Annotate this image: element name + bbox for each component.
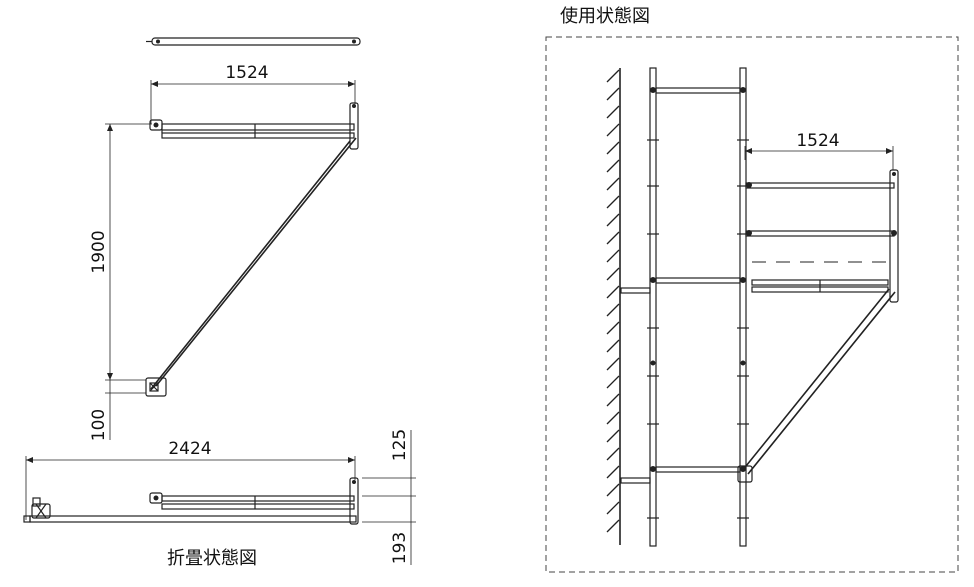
inner-standard [649, 67, 657, 547]
standard-ticks [647, 139, 749, 519]
wall-tie-lower [620, 477, 651, 484]
caption-folded: 折畳状態図 [167, 548, 257, 569]
top-pipe [146, 37, 361, 46]
unfolded-bracket: 1524 1900 100 [89, 63, 359, 441]
dim-label-1524-usage: 1524 [796, 131, 839, 151]
wall-hatch [606, 69, 620, 533]
outer-standard [739, 67, 747, 547]
folded-bracket: 2424 125 193 [23, 429, 416, 565]
dim-label-1900: 1900 [89, 230, 109, 273]
usage-scaffold: 1524 [606, 67, 899, 547]
dim-label-1524-top: 1524 [225, 63, 268, 83]
wall-tie-upper [620, 287, 651, 294]
handrail-mid [745, 230, 895, 237]
dim-label-100: 100 [89, 409, 109, 441]
handrail-upper [745, 182, 895, 189]
dim-label-125: 125 [390, 429, 410, 461]
usage-frame [545, 36, 959, 573]
usage-bracket-post [889, 169, 899, 303]
caption-usage: 使用状態図 [560, 6, 650, 27]
dim-label-2424: 2424 [168, 439, 211, 459]
dim-label-193: 193 [390, 532, 410, 564]
